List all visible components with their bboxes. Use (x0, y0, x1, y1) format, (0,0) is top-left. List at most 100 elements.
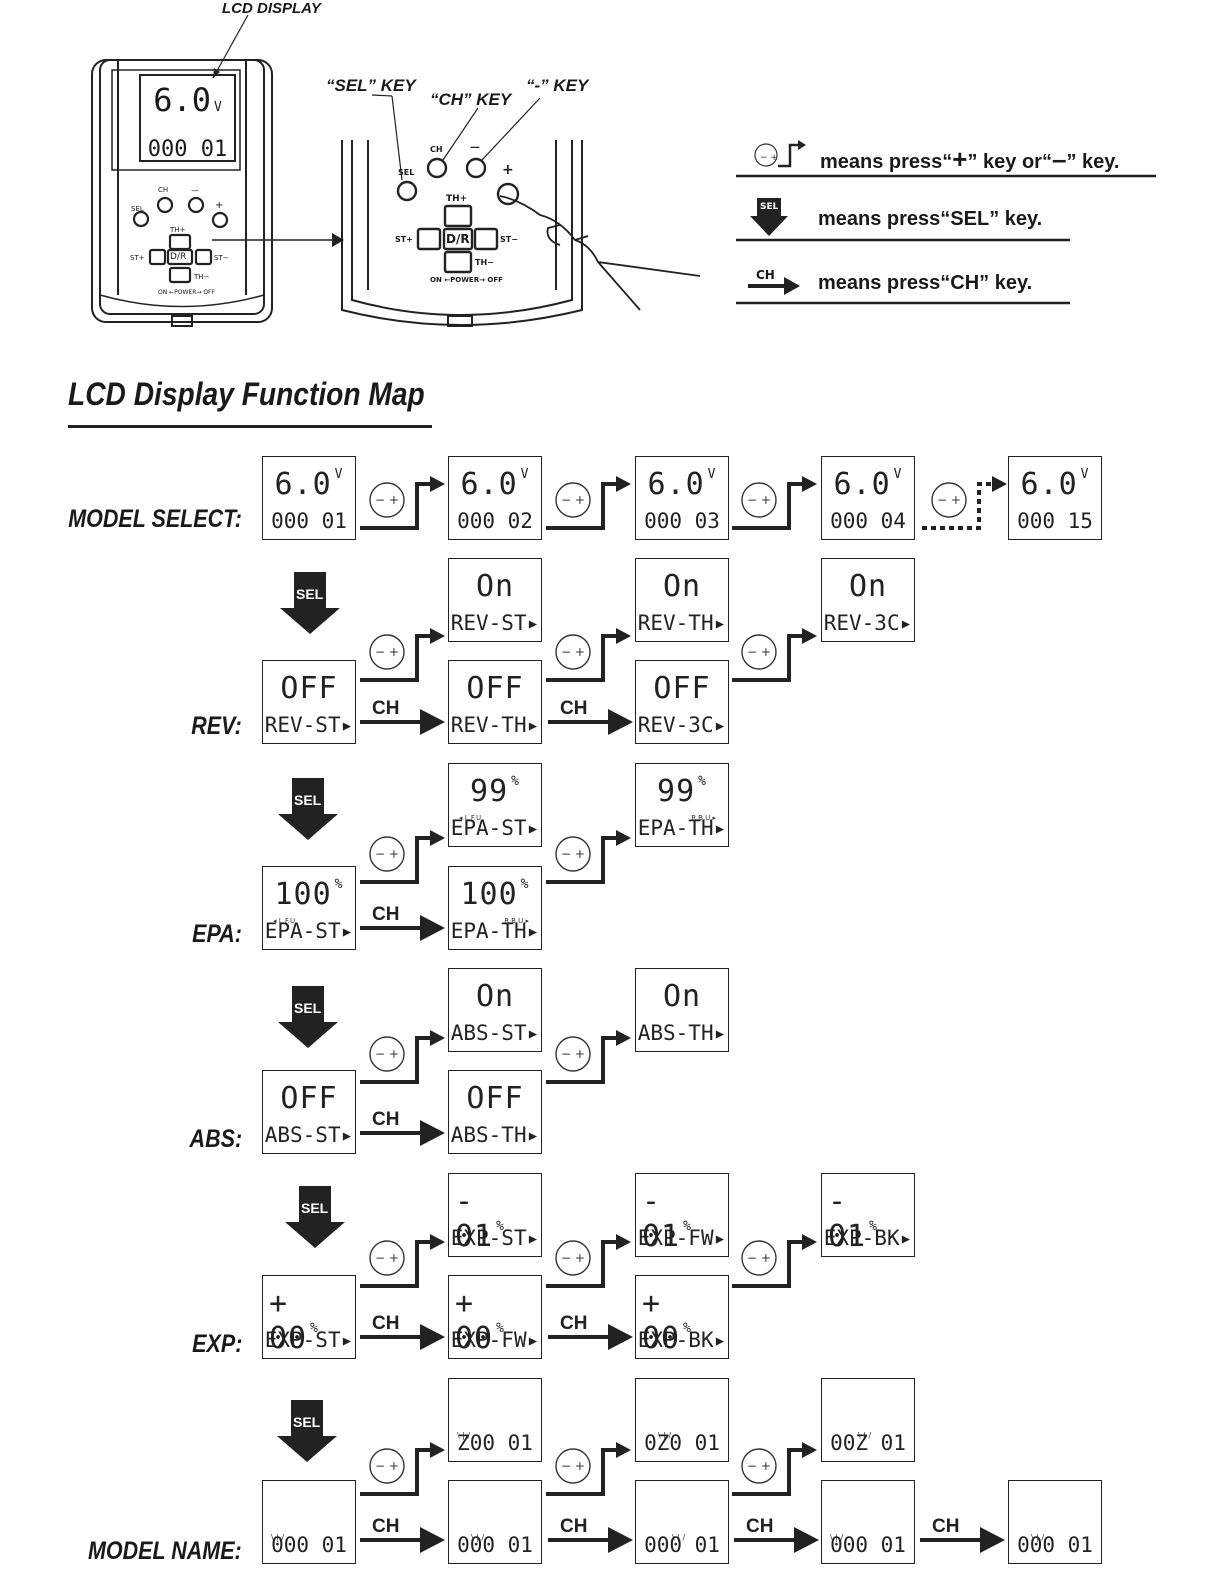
plus-minus-arrow (360, 1240, 430, 1288)
plus-minus-icon-text: − + (747, 1251, 771, 1265)
plus-key[interactable] (211, 211, 229, 229)
plus-key[interactable] (496, 182, 520, 206)
ch-arrow-label: CH (560, 1313, 587, 1334)
ch-arrow-label: CH (746, 1516, 773, 1537)
plus-minus-icon (369, 1240, 405, 1276)
ch-arrow-label: CH (932, 1516, 959, 1537)
plus-minus-arrow (546, 836, 616, 884)
legend-ch-text: means press“CH” key. (818, 272, 1033, 294)
closeup-power-label: ON ←POWER→ OFF (430, 276, 503, 284)
sel-arrow (292, 986, 324, 1022)
plus-minus-icon-text: − + (561, 1047, 585, 1061)
section-title-underline (68, 425, 432, 428)
ch-arrowhead (420, 915, 445, 941)
plus-minus-icon-text: − + (561, 645, 585, 659)
legend-ch (736, 277, 1070, 305)
sel-key[interactable] (396, 180, 418, 202)
plus-minus-icon (555, 482, 591, 518)
device-power-label: ON ←POWER→ OFF (158, 289, 215, 296)
sel-arrow-label: SEL (294, 1000, 322, 1016)
plus-minus-arrowhead (802, 1442, 817, 1458)
plus-minus-icon-text: − + (561, 1459, 585, 1473)
plus-minus-icon-text: − + (747, 493, 771, 507)
plus-minus-arrowhead (616, 830, 631, 846)
plus-minus-arrowhead (616, 1442, 631, 1458)
lcd-model-name-char3: \ | /00Z 01 (821, 1378, 915, 1462)
closeup-st-plus-label: ST+ (395, 235, 413, 244)
plus-minus-arrowhead (616, 1234, 631, 1250)
minus-key[interactable] (187, 196, 205, 214)
sel-arrowhead (280, 608, 340, 634)
lcd-exp-plus-fw: + 00%EXP-FW▸ (448, 1275, 542, 1359)
plus-minus-arrow (732, 634, 802, 682)
legend-sel-text: means press“SEL” key. (818, 208, 1043, 230)
sel-arrow-label: SEL (296, 586, 324, 602)
minus-key[interactable] (465, 157, 487, 179)
plus-minus-icon (931, 482, 967, 518)
ch-arrowhead (608, 1527, 633, 1553)
ch-arrowhead (608, 1324, 633, 1350)
row-label-model-select: MODEL SELECT: (68, 505, 242, 533)
lcd-model-name-char1: \ | /Z00 01 (448, 1378, 542, 1462)
closeup-ch-label: CH (430, 145, 443, 154)
device-sel-label: SEL (131, 205, 144, 213)
plus-minus-arrow (360, 1448, 430, 1496)
plus-minus-icon-text: − + (375, 645, 399, 659)
plus-minus-arrow (546, 482, 616, 530)
device-model-number: 000 01 (147, 137, 228, 162)
sel-arrow-label: SEL (294, 792, 322, 808)
plus-minus-icon-text: − + (375, 1251, 399, 1265)
device-th-minus-label: TH− (194, 273, 210, 281)
transmitter-keys (132, 196, 229, 284)
plus-minus-icon-text: − + (561, 493, 585, 507)
lcd-model-name-char2: \ | /0Z0 01 (635, 1378, 729, 1462)
closeup-keys (396, 157, 520, 274)
plus-minus-arrowhead (430, 476, 445, 492)
sel-arrowhead (285, 1222, 345, 1248)
plus-minus-arrowhead (616, 628, 631, 644)
device-illustrations: − + (91, 14, 1156, 327)
plus-minus-arrowhead (802, 628, 817, 644)
lcd-display-label: LCD DISPLAY (222, 0, 321, 17)
legend-sel (736, 198, 1070, 242)
row-label-model-name: MODEL NAME: (88, 1537, 242, 1565)
plus-minus-icon (555, 1240, 591, 1276)
plus-minus-icon (369, 836, 405, 872)
plus-minus-icon (555, 1448, 591, 1484)
ch-arrow-label: CH (372, 1516, 399, 1537)
ch-key[interactable] (156, 196, 174, 214)
closeup-sel-label: SEL (398, 168, 415, 177)
plus-minus-arrow (546, 1036, 616, 1084)
lcd-epa-99-th: 99%R.B.U ▸EPA-TH▸ (635, 763, 729, 847)
sel-arrowhead (278, 814, 338, 840)
plus-minus-arrowhead (616, 1030, 631, 1046)
plus-minus-icon (369, 482, 405, 518)
plus-minus-icon-text: − + (561, 847, 585, 861)
legend-plus-minus-text: means press“+” key or“–” key. (820, 144, 1120, 174)
closeup-plus-label: + (502, 162, 514, 178)
plus-minus-icon-text: − + (747, 1459, 771, 1473)
plus-minus-arrow (732, 482, 802, 530)
lcd-model-name-pos3: \ | /000 01 (635, 1480, 729, 1564)
ch-arrow-label: CH (560, 1516, 587, 1537)
ch-key-callout: “CH” KEY (430, 90, 512, 109)
plus-minus-arrow (360, 836, 430, 884)
sel-arrow (299, 1186, 331, 1222)
plus-minus-icon (369, 634, 405, 670)
sel-arrow (291, 1400, 323, 1436)
device-th-plus-label: TH+ (170, 226, 186, 234)
device-voltage: 6.0 (153, 81, 211, 119)
ch-arrowhead (420, 1527, 445, 1553)
sel-key[interactable] (132, 210, 150, 228)
plus-minus-arrowhead (616, 476, 631, 492)
device-voltage-unit: V (213, 100, 222, 115)
plus-minus-arrowhead (802, 1234, 817, 1250)
ch-key[interactable] (426, 157, 448, 179)
plus-minus-icon-text: − + (375, 1047, 399, 1061)
